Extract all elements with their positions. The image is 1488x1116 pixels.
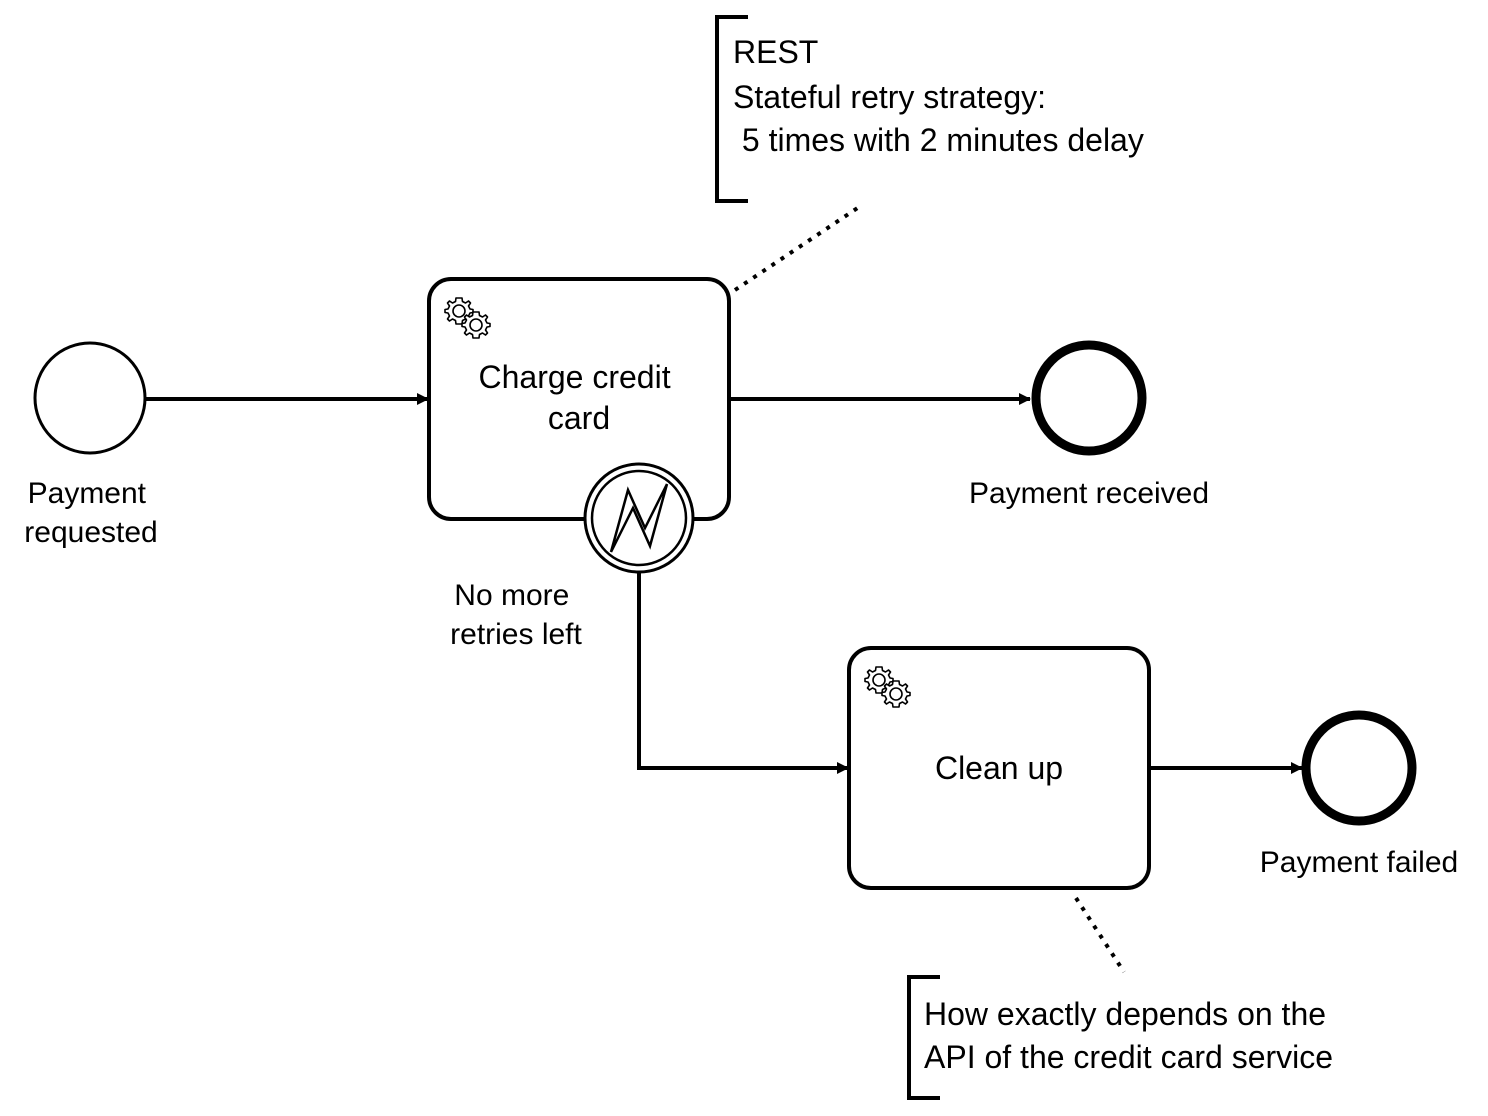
association-cleanup-note [1074,896,1126,974]
task-charge-credit-card[interactable] [427,277,731,521]
lightning-icon [609,483,669,553]
association-charge-note [733,203,864,292]
annotation-retry-text: REST Stateful retry strategy: 5 times wi… [0,0,1171,158]
start-event[interactable] [33,341,147,455]
end-event-failed-label: Payment failed [1260,846,1458,879]
end-event-payment-failed[interactable] [1301,710,1417,826]
task-cleanup-label: Clean up [935,750,1063,786]
annotation-bracket [715,15,748,203]
annotation-cleanup-text: How exactly depends on the API of the cr… [924,996,1335,1075]
start-event-label: Payment requested [24,477,157,549]
flow-error-to-cleanup[interactable] [637,572,849,774]
end-event-payment-received[interactable] [1031,340,1147,456]
annotation-bracket [907,975,940,1100]
boundary-event-label: No more retries left [450,579,582,651]
end-event-received-label: Payment received [969,477,1209,510]
task-charge-label: Charge credit card [479,359,680,436]
task-clean-up[interactable] [847,646,1151,890]
